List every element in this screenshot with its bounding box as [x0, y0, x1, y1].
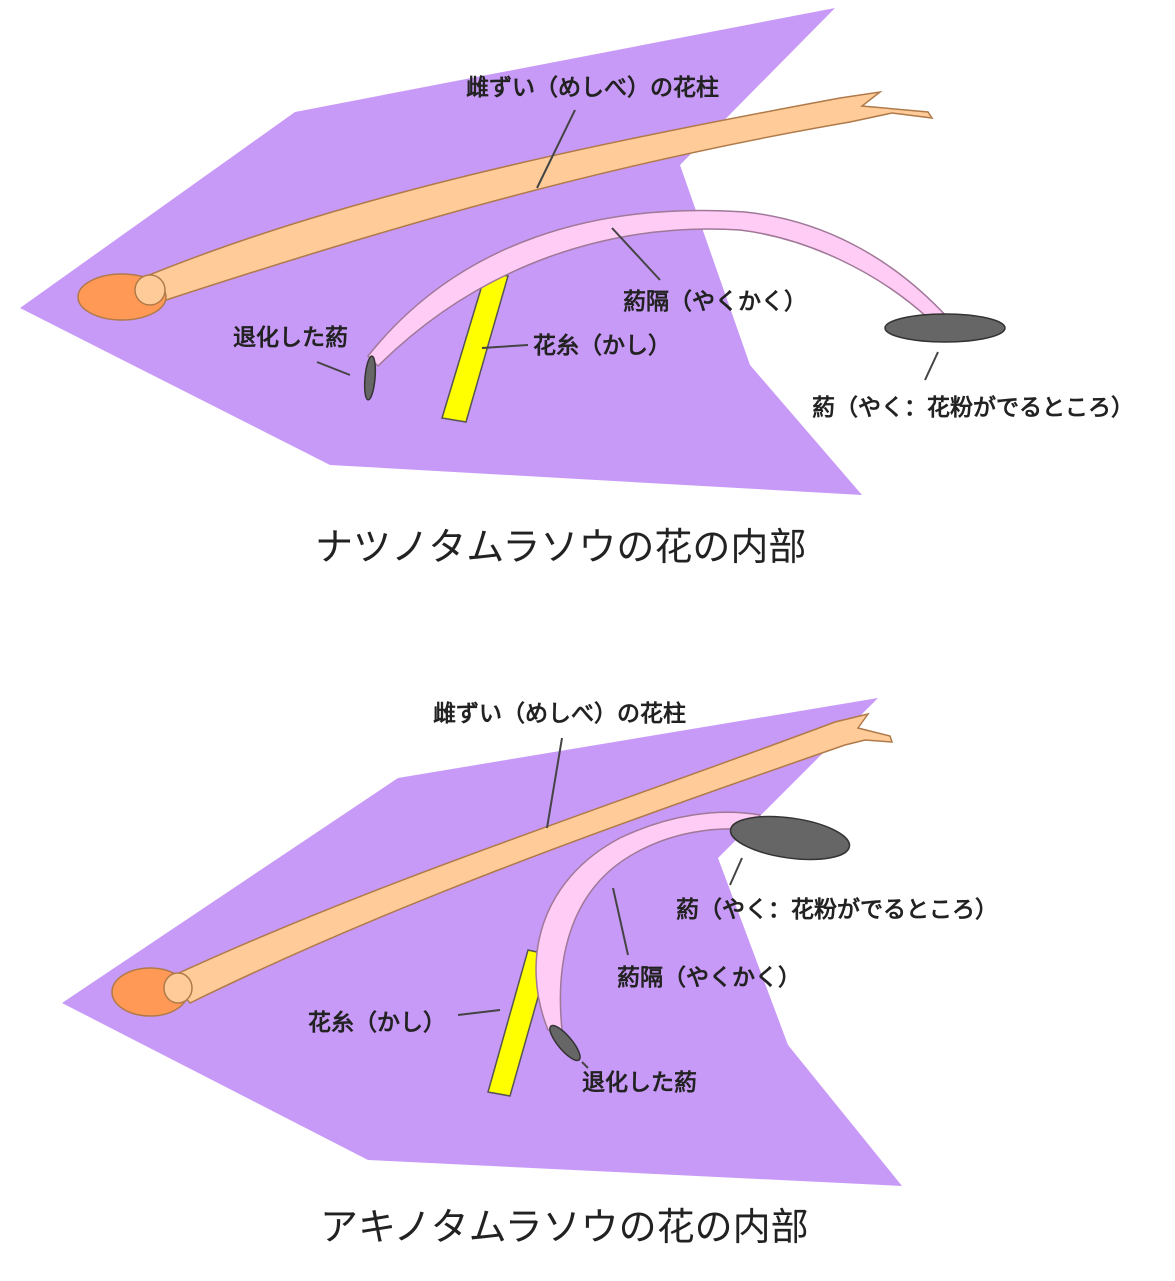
label-style: 雌ずい（めしべ）の花柱: [433, 700, 686, 727]
style-base-shape: [134, 274, 166, 306]
petal-shape: [20, 8, 862, 495]
anther-shape: [729, 815, 851, 861]
leader-anther: [924, 351, 939, 381]
leader-filament: [457, 1009, 501, 1016]
label-anther: 葯（やく：花粉がでるところ）: [676, 896, 998, 923]
leader-vestigial: [316, 361, 351, 376]
label-connective: 葯隔（やくかく）: [617, 964, 801, 991]
leader-connective: [611, 227, 661, 281]
vestigial-anther-shape: [549, 1024, 581, 1062]
leader-connective: [612, 887, 629, 956]
label-filament: 花糸（かし）: [308, 1009, 446, 1036]
label-filament: 花糸（かし）: [533, 332, 671, 359]
label-anther: 葯（やく：花粉がでるところ）: [812, 394, 1134, 421]
leader-vestigial: [581, 1061, 589, 1069]
label-style: 雌ずい（めしべ）の花柱: [466, 74, 719, 101]
leader-style: [546, 737, 563, 829]
style-base-shape: [163, 972, 193, 1004]
leader-filament: [481, 344, 529, 349]
caption-natsu: ナツノタムラソウの花の内部: [315, 525, 806, 569]
anther-shape: [884, 313, 1006, 343]
label-connective: 葯隔（やくかく）: [623, 288, 807, 315]
diagram-natsu: 雌ずい（めしべ）の花柱 葯隔（やくかく） 退化した葯 花糸（かし） 葯（やく：花…: [20, 8, 1134, 569]
petal-shape: [62, 698, 902, 1186]
connective-shape: [535, 811, 762, 1031]
leader-anther: [729, 857, 743, 886]
diagram-aki: 雌ずい（めしべ）の花柱 葯隔（やくかく） 退化した葯 花糸（かし） 葯（やく：花…: [62, 698, 998, 1249]
style-shape: [166, 712, 894, 1004]
leader-style: [536, 109, 576, 189]
label-vestigial: 退化した葯: [233, 324, 348, 351]
style-shape: [135, 90, 934, 303]
caption-aki: アキノタムラソウの花の内部: [320, 1205, 809, 1249]
vestigial-anther-shape: [363, 355, 377, 401]
label-vestigial: 退化した葯: [582, 1069, 697, 1096]
